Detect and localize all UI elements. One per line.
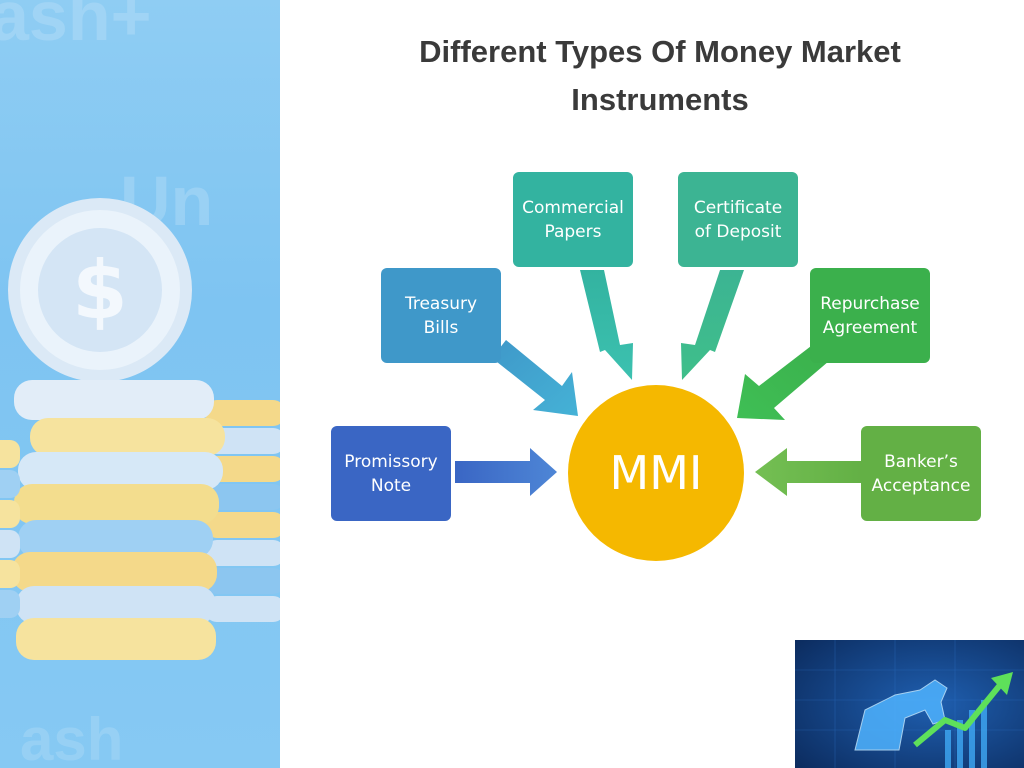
node-label-line1: Certificate bbox=[694, 198, 782, 218]
arrow-bankers-acceptance bbox=[755, 448, 862, 496]
bull-stock-market-illustration bbox=[795, 640, 1024, 768]
node-label-line1: Banker’s bbox=[884, 452, 958, 472]
page-title: Different Types Of Money Market Instrume… bbox=[419, 34, 901, 117]
svg-text:ash: ash bbox=[20, 706, 123, 768]
hub-label: MMI bbox=[610, 446, 703, 500]
node-certificate-of-deposit: Certificate of Deposit bbox=[678, 172, 798, 267]
arrow-promissory-note bbox=[455, 448, 557, 496]
node-label-line1: Treasury bbox=[404, 294, 477, 314]
node-label-line2: Note bbox=[371, 476, 411, 496]
node-label-line1: Commercial bbox=[522, 198, 624, 218]
node-bankers-acceptance: Banker’s Acceptance bbox=[861, 426, 981, 521]
svg-text:ash+: ash+ bbox=[0, 0, 152, 55]
arrow-repurchase-agreement bbox=[737, 343, 829, 420]
arrow-certificate-of-deposit bbox=[681, 270, 744, 380]
node-treasury-bills: Treasury Bills bbox=[381, 268, 501, 363]
node-label-line2: Acceptance bbox=[872, 476, 971, 496]
arrow-commercial-papers bbox=[580, 270, 633, 380]
node-commercial-papers: Commercial Papers bbox=[513, 172, 633, 267]
node-label-line1: Repurchase bbox=[820, 294, 920, 314]
node-label-line2: of Deposit bbox=[695, 222, 782, 242]
node-label-line1: Promissory bbox=[344, 452, 437, 472]
node-promissory-note: Promissory Note bbox=[331, 426, 451, 521]
node-label-line2: Bills bbox=[424, 318, 459, 338]
coin-stack-illustration: ash+ Un ash $ bbox=[0, 0, 280, 768]
svg-text:$: $ bbox=[72, 244, 128, 337]
hub-circle bbox=[568, 385, 744, 561]
node-label-line2: Papers bbox=[544, 222, 601, 242]
node-label-line2: Agreement bbox=[823, 318, 918, 338]
node-repurchase-agreement: Repurchase Agreement bbox=[810, 268, 930, 363]
arrow-treasury-bills bbox=[492, 340, 578, 416]
